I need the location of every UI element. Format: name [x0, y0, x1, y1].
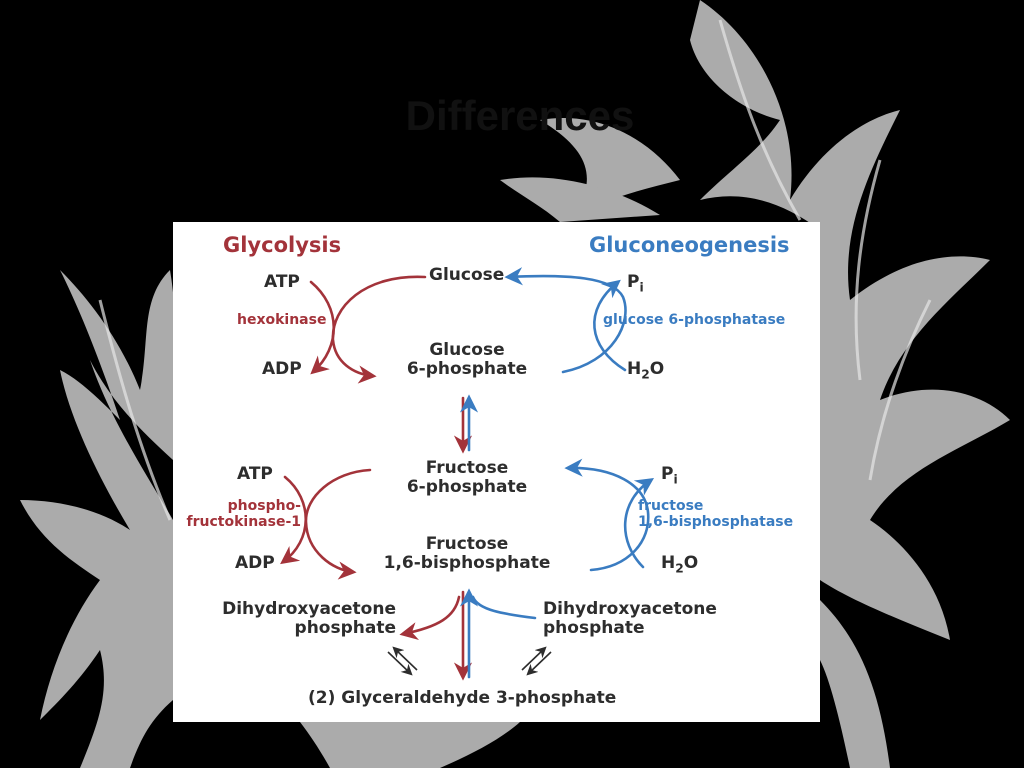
- h2o-pi-arc-2: [623, 477, 655, 569]
- glucose-6-phosphate-label: Glucose 6-phosphate: [406, 340, 528, 380]
- fructose-1-6-bisphosphatase-label: fructose 1,6-bisphosphatase: [638, 498, 794, 530]
- glyceraldehyde-3-phosphate-label: (2) Glyceraldehyde 3-phosphate: [308, 688, 617, 708]
- g6pase-arc: [504, 267, 627, 374]
- from-dhap-right-curve: [471, 595, 537, 620]
- h2o-pi-arc-1: [593, 279, 627, 372]
- pathway-arrows: [280, 267, 655, 681]
- dhap-left-label: Dihydroxyacetone phosphate: [222, 599, 396, 639]
- dhap-right-equilibrium-2: [521, 646, 547, 671]
- h2o-label-2: H2O: [661, 553, 699, 576]
- dhap-left-equilibrium-2: [392, 646, 418, 671]
- dhap-right-label: Dihydroxyacetone phosphate: [543, 599, 717, 639]
- adp-label-1: ADP: [262, 359, 302, 379]
- slide-title: Differences: [405, 92, 635, 139]
- h2o-label-1: H2O: [627, 359, 665, 382]
- dhap-left-equilibrium-1: [387, 651, 413, 676]
- glucose-label: Glucose: [429, 265, 505, 285]
- dhap-right-equilibrium-1: [526, 651, 552, 676]
- pfk1-arc: [304, 468, 372, 580]
- atp-adp-arc-1: [309, 280, 335, 375]
- fructose-6-phosphate-label: Fructose 6-phosphate: [406, 458, 528, 498]
- atp-label-2: ATP: [237, 464, 273, 484]
- atp-label-1: ATP: [264, 272, 300, 292]
- adp-label-2: ADP: [235, 553, 275, 573]
- fbpase-arc: [564, 458, 650, 572]
- pi-label-1: Pi: [627, 272, 644, 295]
- pi-label-2: Pi: [661, 464, 678, 487]
- glucose-6-phosphatase-label: glucose 6-phosphatase: [603, 312, 786, 328]
- diagram-panel: Glycolysis Gluconeogenesis Glucose Gluco…: [173, 222, 820, 722]
- gluconeogenesis-header: Gluconeogenesis: [589, 233, 790, 257]
- glycolysis-header: Glycolysis: [223, 233, 342, 257]
- fructose-1-6-bisphosphate-label: Fructose 1,6-bisphosphate: [383, 534, 551, 574]
- atp-adp-arc-2: [280, 475, 307, 565]
- phosphofructokinase-1-label: phospho- fructokinase-1: [186, 498, 301, 530]
- hexokinase-label: hexokinase: [237, 312, 327, 328]
- to-dhap-left-arrow: [399, 595, 461, 641]
